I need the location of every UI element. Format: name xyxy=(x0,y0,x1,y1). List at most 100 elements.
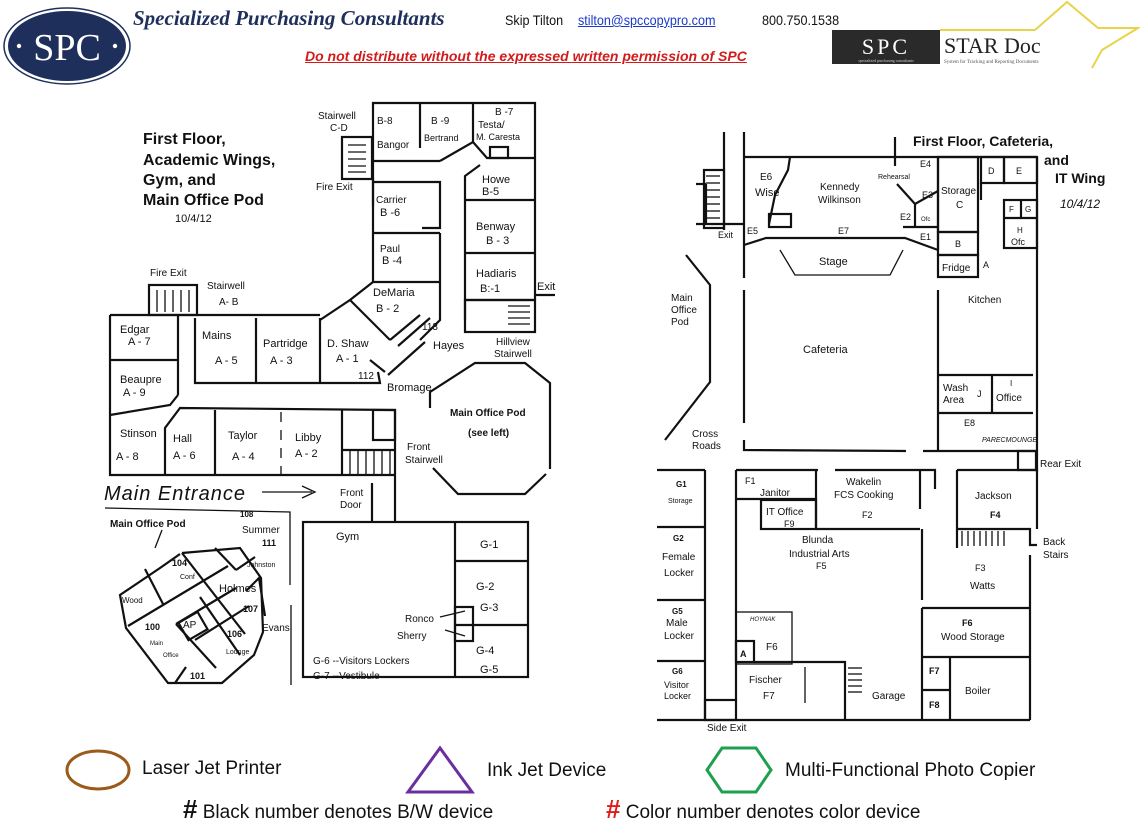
room-label: Locker xyxy=(664,691,691,701)
room-label: G-3 xyxy=(480,602,498,614)
room-label: 100 xyxy=(145,622,160,632)
room-label: F1 xyxy=(745,476,756,486)
room-label: Female xyxy=(662,552,696,563)
room-label: Conf xyxy=(180,574,195,581)
legend-ink-jet-label: Ink Jet Device xyxy=(487,760,607,781)
room-label: 106 xyxy=(227,629,242,639)
room-label: Gym xyxy=(336,531,359,543)
room-label: Exit xyxy=(537,281,555,293)
room-label: E7 xyxy=(838,226,849,236)
room-label: Industrial Arts xyxy=(789,549,850,560)
room-label: A - 7 xyxy=(128,336,151,348)
room-label: A - 3 xyxy=(270,355,293,367)
room-label: Stairwell xyxy=(207,281,245,292)
room-label: Blunda xyxy=(802,535,834,546)
room-label: Howe xyxy=(482,174,510,186)
gym-note: G-7 --Vestibule xyxy=(313,671,380,682)
room-label: G2 xyxy=(673,534,684,543)
room-label: Pod xyxy=(671,317,689,328)
room-label: Fire Exit xyxy=(150,268,187,279)
room-label: B xyxy=(955,239,961,249)
star-doc-logo: SPC specialized purchasing consultants S… xyxy=(832,0,1140,69)
room-label: Benway xyxy=(476,221,516,233)
room-label: B-8 xyxy=(377,116,393,127)
room-label: Locker xyxy=(664,568,695,579)
room-label: 104 xyxy=(172,558,187,568)
room-label: G-4 xyxy=(476,645,494,657)
bw-note-label: Black number denotes B/W device xyxy=(202,802,494,823)
room-label: Mains xyxy=(202,330,232,342)
room-label: Stairwell xyxy=(494,349,532,360)
room-label: Cross xyxy=(692,429,718,440)
room-label: DeMaria xyxy=(373,287,415,299)
color-hash-symbol: # xyxy=(606,794,621,824)
left-title-line: Main Office Pod xyxy=(143,192,264,209)
room-label: Hall xyxy=(173,433,192,445)
room-label: Watts xyxy=(970,581,995,592)
floor-plan: First Floor, Academic Wings, Gym, and Ma… xyxy=(104,101,1105,734)
company-name: Specialized Purchasing Consultants xyxy=(133,6,445,30)
contact-email-link[interactable]: stilton@spccopypro.com xyxy=(578,12,716,28)
star-logo-product-sub: System for Tracking and Reporting Docume… xyxy=(944,60,1039,65)
room-label: Janitor xyxy=(760,488,791,499)
room-label: Back xyxy=(1043,537,1066,548)
room-label: Kennedy xyxy=(820,182,859,193)
legend-color-note: # Color number denotes color device xyxy=(606,794,920,825)
logo-text: SPC xyxy=(33,27,101,69)
room-label: A - 5 xyxy=(215,355,238,367)
room-label: M. Caresta xyxy=(476,132,520,142)
left-title-line: Gym, and xyxy=(143,172,216,189)
room-label: Male xyxy=(666,618,688,629)
room-label: Door xyxy=(340,500,362,511)
room-label: A - 6 xyxy=(173,450,196,462)
room-label: G5 xyxy=(672,607,683,616)
spc-logo: SPC xyxy=(3,7,131,85)
room-label: F7 xyxy=(929,666,940,676)
room-label: Garage xyxy=(872,691,906,702)
legend-copier-label: Multi-Functional Photo Copier xyxy=(785,760,1036,781)
room-label: Area xyxy=(943,395,965,406)
room-label: A xyxy=(740,649,747,659)
room-label: Taylor xyxy=(228,430,258,442)
room-label: Fire Exit xyxy=(316,182,353,193)
room-label: Ofc xyxy=(921,217,930,223)
room-label: G xyxy=(1025,205,1031,214)
star-logo-brand-sub: specialized purchasing consultants xyxy=(858,58,914,63)
room-label: E3 xyxy=(922,190,933,200)
room-label: 111 xyxy=(262,538,276,548)
room-label: 101 xyxy=(190,671,205,681)
room-label: Hadiaris xyxy=(476,268,517,280)
room-label: E5 xyxy=(747,226,758,236)
room-label: Ronco xyxy=(405,614,434,625)
room-label: Side Exit xyxy=(707,723,747,734)
room-label: F4 xyxy=(990,510,1001,520)
room-label: 108 xyxy=(240,510,254,519)
room-label: Wilkinson xyxy=(818,195,861,206)
room-label: E xyxy=(1016,166,1022,176)
room-label: Hayes xyxy=(433,340,465,352)
room-label: Bromage xyxy=(387,382,432,394)
room-label: D xyxy=(988,166,995,176)
room-label: Libby xyxy=(295,432,322,444)
room-label: A - 2 xyxy=(295,448,318,460)
room-label: Cafeteria xyxy=(803,344,849,356)
room-label: Ofc xyxy=(1011,237,1026,247)
right-plan: First Floor, Cafeteria, and IT Wing 10/4… xyxy=(657,132,1105,734)
room-label: I xyxy=(1010,379,1012,388)
room-label: 107 xyxy=(243,604,258,614)
room-label: Exit xyxy=(718,230,734,240)
room-label: A - 8 xyxy=(116,451,139,463)
room-label: B-5 xyxy=(482,186,499,198)
room-label: Carrier xyxy=(376,195,407,206)
room-label: B -4 xyxy=(382,255,402,267)
main-entrance-handwritten: Main Entrance xyxy=(104,483,246,505)
room-label: B -6 xyxy=(380,207,400,219)
room-label: Storage xyxy=(668,498,693,505)
contact-name: Skip Tilton xyxy=(505,12,564,28)
room-label: E8 xyxy=(964,418,975,428)
room-label: Wood Storage xyxy=(941,632,1005,643)
room-label: Stinson xyxy=(120,428,157,440)
pod-reference-note: (see left) xyxy=(468,428,509,439)
room-label: Locker xyxy=(664,631,695,642)
right-title-line: and xyxy=(1044,152,1069,168)
